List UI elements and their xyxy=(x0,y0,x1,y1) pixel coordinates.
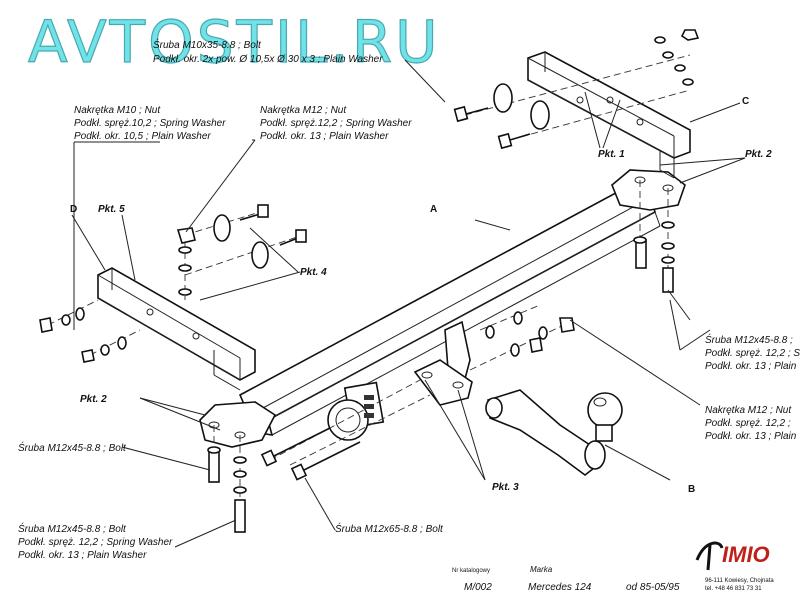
ball-hook-b xyxy=(485,389,623,477)
callout-nut-m10-2: Podkł. spręż.10,2 ; Spring Washer xyxy=(74,118,226,129)
part-label-pkt4: Pkt. 4 xyxy=(300,267,327,278)
callout-bolt-left: Śruba M12x45-8.8 ; Bolt xyxy=(18,441,127,454)
make-label: Marka xyxy=(530,565,553,574)
part-label-pkt2-left: Pkt. 2 xyxy=(80,394,107,405)
fasteners xyxy=(39,29,700,533)
callout-nut-right-1: Nakrętka M12 ; Nut xyxy=(705,405,792,416)
callout-nut-m12-top-3: Podkł. okr. 13 ; Plain Washer xyxy=(260,131,389,142)
part-label-d: D xyxy=(70,204,77,215)
logo-text: IMIO xyxy=(722,542,770,567)
callout-nut-right-3: Podkł. okr. 13 ; Plain xyxy=(705,431,797,442)
part-label-pkt2-right: Pkt. 2 xyxy=(745,149,772,160)
bracket-d xyxy=(97,267,256,391)
callout-bolt-right-1: Śruba M12x45-8.8 ; xyxy=(705,333,793,346)
logo-hook-icon xyxy=(695,541,724,571)
callout-nut-m12-top-1: Nakrętka M12 ; Nut xyxy=(260,105,347,116)
catalog-label: Nr katalogowy xyxy=(452,568,490,574)
address: 96-111 Kowiesy, Chojnata xyxy=(705,578,774,584)
callout-nut-m10-1: Nakrętka M10 ; Nut xyxy=(74,105,161,116)
callout-bolt-bottom-left-1: Śruba M12x45-8.8 ; Bolt xyxy=(18,522,127,535)
part-label-c: C xyxy=(742,96,749,107)
callout-nut-right-2: Podkł. spręż. 12,2 ; xyxy=(705,418,791,429)
callout-bolt-bottom-left-2: Podkł. spręż. 12,2 ; Spring Washer xyxy=(18,537,173,548)
callout-bolt-right-2: Podkł. spręż. 12,2 ; S xyxy=(705,348,800,359)
part-label-pkt1: Pkt. 1 xyxy=(598,149,625,160)
callout-nut-m10-3: Podkł. okr. 10,5 ; Plain Washer xyxy=(74,131,211,142)
callout-bolt-right-3: Podkł. okr. 13 ; Plain xyxy=(705,361,797,372)
brand-watermark: AVTOSTIL.RU xyxy=(28,8,441,76)
part-label-pkt3: Pkt. 3 xyxy=(492,482,519,493)
callout-bolt-m12x65: Śruba M12x65-8.8 ; Bolt xyxy=(335,522,444,535)
ball-mount-bracket xyxy=(413,320,473,406)
part-label-b: B xyxy=(688,484,695,495)
model-years: od 85-05/95 xyxy=(626,582,680,593)
bracket-c xyxy=(527,51,691,179)
leader-lines xyxy=(71,59,746,548)
part-label-pkt5: Pkt. 5 xyxy=(98,204,125,215)
right-mount-plate xyxy=(611,169,686,211)
callout-nut-m12-top-2: Podkł. spręż.12,2 ; Spring Washer xyxy=(260,118,412,129)
part-label-a: A xyxy=(430,204,437,215)
callout-top-bolt-1: Śruba M10x35-8.8 ; Bolt xyxy=(153,38,262,51)
make-value: Mercedes 124 xyxy=(528,582,592,593)
title-block: Nr katalogowy M/002 Marka Mercedes 124 o… xyxy=(452,541,774,593)
electric-socket-plate xyxy=(327,381,385,441)
left-mount-plate xyxy=(199,401,277,448)
phone: tel. +48 46 831 73 31 xyxy=(705,586,762,592)
callout-bolt-bottom-left-3: Podkł. okr. 13 ; Plain Washer xyxy=(18,550,147,561)
catalog-value: M/002 xyxy=(464,582,492,593)
callout-top-bolt-2: Podkł. okr. 2x pow. Ø 10,5x Ø 30 x 3 ; P… xyxy=(153,54,383,65)
